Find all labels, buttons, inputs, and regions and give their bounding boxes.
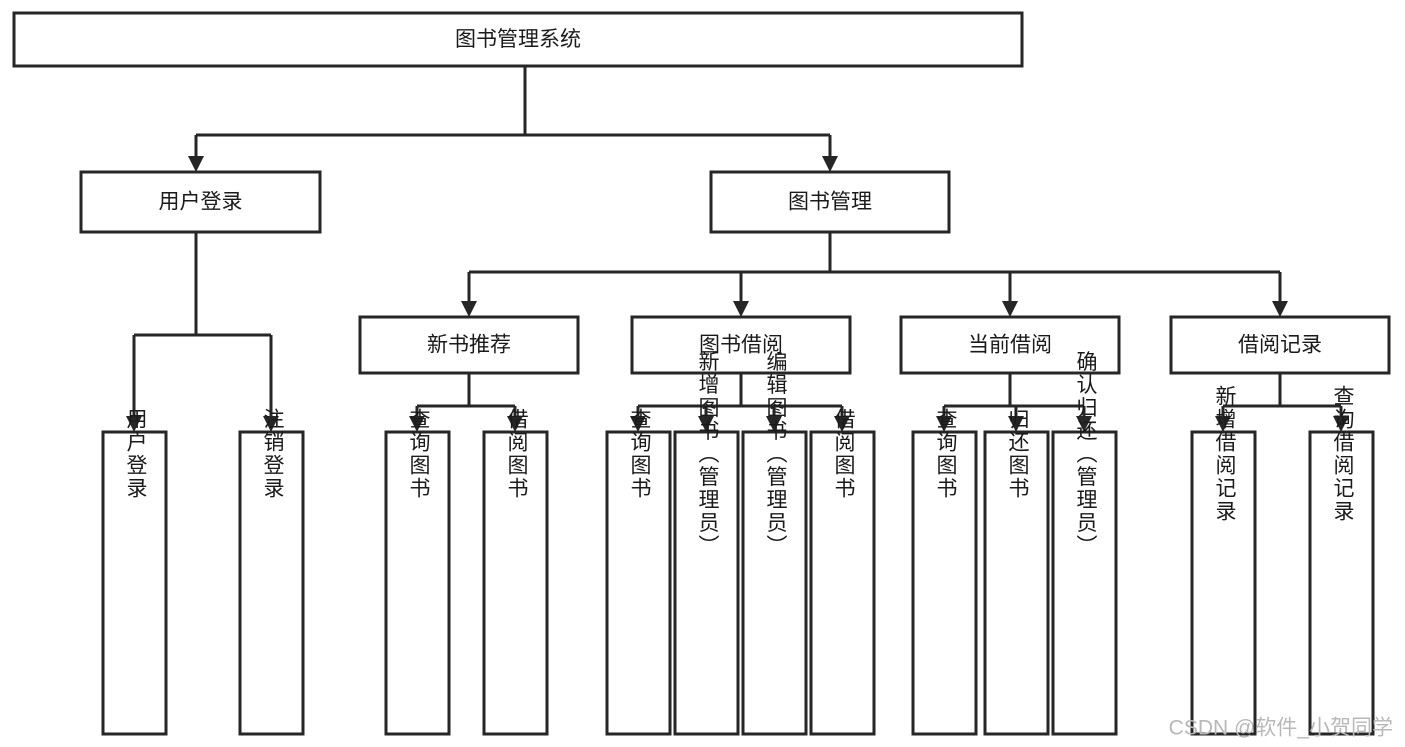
connector-arrowhead-icon (1076, 416, 1092, 432)
node-label: 查询图书 (407, 408, 431, 500)
connector-arrowhead-icon (188, 156, 204, 172)
node-leaf-return-book[interactable]: 归还图书 (983, 408, 1050, 736)
connector-arrowhead-icon (126, 416, 142, 432)
node-label: 编辑图书（管理员） (764, 351, 788, 558)
connector-arrowhead-icon (507, 416, 523, 432)
node-leaf-add-book[interactable]: 新增图书（管理员） (673, 351, 740, 736)
connector-arrowhead-icon (409, 416, 425, 432)
node-user-login[interactable]: 用户登录 (79, 170, 322, 234)
node-leaf-confirm-return[interactable]: 确认归还（管理员） (1051, 351, 1118, 736)
connector-arrowhead-icon (733, 301, 749, 317)
node-label: 当前借阅 (968, 334, 1052, 357)
node-box[interactable] (79, 170, 322, 234)
node-leaf-query-record[interactable]: 查询借阅记录 (1308, 385, 1375, 736)
node-box[interactable] (384, 430, 451, 736)
node-label: 借阅记录 (1238, 334, 1322, 357)
node-root[interactable]: 图书管理系统 (12, 11, 1024, 68)
node-box[interactable] (741, 430, 808, 736)
node-leaf-borrow-book[interactable]: 借阅图书 (809, 408, 876, 736)
node-box[interactable] (899, 315, 1121, 375)
connector-layer (126, 66, 1349, 432)
node-box[interactable] (482, 430, 549, 736)
node-label: 确认归还（管理员） (1074, 351, 1098, 558)
connector-arrowhead-icon (630, 416, 646, 432)
node-box[interactable] (809, 430, 876, 736)
node-new-book-recommend[interactable]: 新书推荐 (358, 315, 580, 375)
node-box[interactable] (1169, 315, 1391, 375)
node-book-management[interactable]: 图书管理 (709, 170, 951, 234)
node-box[interactable] (911, 430, 978, 736)
node-label: 用户登录 (159, 191, 243, 214)
watermark-layer: CSDN @软件_小贺同学 (1169, 717, 1393, 740)
node-box[interactable] (1051, 430, 1118, 736)
connector-arrowhead-icon (822, 156, 838, 172)
node-label: 图书管理系统 (455, 28, 581, 51)
node-box[interactable] (605, 430, 672, 736)
node-box[interactable] (238, 430, 305, 736)
node-label: 查询图书 (628, 408, 652, 500)
connector-arrowhead-icon (1008, 416, 1024, 432)
connector-arrowhead-icon (766, 416, 782, 432)
node-label: 新增图书（管理员） (696, 351, 720, 558)
connector-arrowhead-icon (1002, 301, 1018, 317)
node-leaf-edit-book[interactable]: 编辑图书（管理员） (741, 351, 808, 736)
node-label: 图书管理 (788, 191, 872, 214)
node-box[interactable] (983, 430, 1050, 736)
connector-arrowhead-icon (936, 416, 952, 432)
node-box[interactable] (709, 170, 951, 234)
node-label: 用户登录 (124, 408, 148, 500)
node-label: 查询借阅记录 (1331, 385, 1355, 523)
node-current-borrow[interactable]: 当前借阅 (899, 315, 1121, 375)
node-label: 查询图书 (934, 408, 958, 500)
node-label: 新书推荐 (427, 334, 511, 357)
node-box[interactable] (12, 11, 1024, 68)
node-label: 借阅图书 (832, 408, 856, 500)
node-leaf-query-book-borrow[interactable]: 查询图书 (605, 408, 672, 736)
node-label: 图书借阅 (699, 334, 783, 357)
connector-arrowhead-icon (1215, 416, 1231, 432)
node-leaf-query-book-recommend[interactable]: 查询图书 (384, 408, 451, 736)
node-label: 注销登录 (261, 408, 285, 500)
node-label: 归还图书 (1006, 408, 1030, 500)
node-box[interactable] (358, 315, 580, 375)
node-leaf-add-record[interactable]: 新增借阅记录 (1190, 385, 1257, 736)
node-layer: 图书管理系统用户登录图书管理新书推荐图书借阅当前借阅借阅记录用户登录注销登录查询… (12, 11, 1391, 736)
node-leaf-borrow-book-recommend[interactable]: 借阅图书 (482, 408, 549, 736)
node-box[interactable] (1190, 430, 1257, 736)
csdn-watermark: CSDN @软件_小贺同学 (1169, 717, 1393, 740)
node-box[interactable] (673, 430, 740, 736)
node-label: 借阅图书 (505, 408, 529, 500)
node-label: 新增借阅记录 (1213, 385, 1237, 523)
node-leaf-user-login[interactable]: 用户登录 (101, 408, 168, 736)
node-leaf-query-book-current[interactable]: 查询图书 (911, 408, 978, 736)
connector-arrowhead-icon (263, 416, 279, 432)
node-box[interactable] (1308, 430, 1375, 736)
connector-arrowhead-icon (1272, 301, 1288, 317)
node-leaf-logout[interactable]: 注销登录 (238, 408, 305, 736)
connector-arrowhead-icon (1333, 416, 1349, 432)
node-box[interactable] (101, 430, 168, 736)
connector-arrowhead-icon (698, 416, 714, 432)
node-box[interactable] (630, 315, 852, 375)
connector-arrowhead-icon (834, 416, 850, 432)
connector-arrowhead-icon (461, 301, 477, 317)
node-borrow-record[interactable]: 借阅记录 (1169, 315, 1391, 375)
node-book-borrow[interactable]: 图书借阅 (630, 315, 852, 375)
